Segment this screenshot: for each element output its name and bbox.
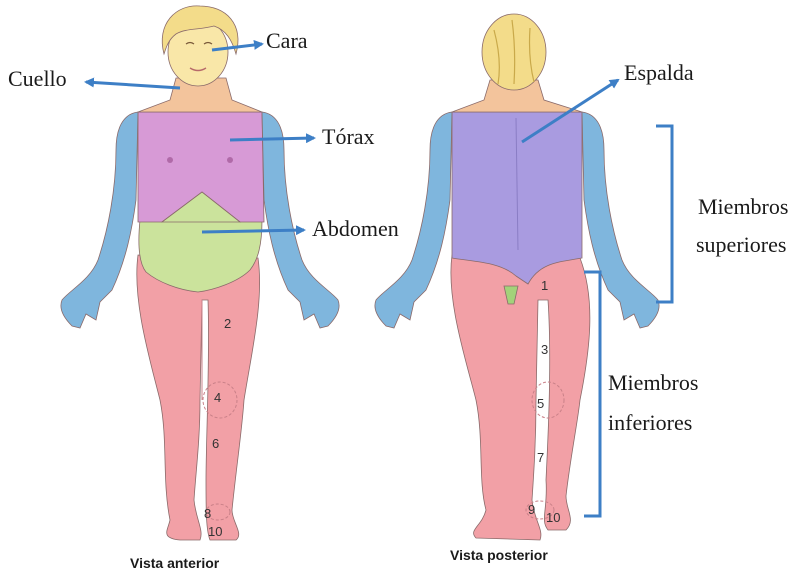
anterior-number: 2 (224, 316, 231, 331)
caption-anterior: Vista anterior (130, 555, 220, 571)
posterior-number: 9 (528, 502, 535, 517)
anterior-number: 4 (214, 390, 221, 405)
arrow-cuello (86, 82, 180, 88)
anterior-figure (61, 6, 339, 540)
label-miembros-inferiores-line2: inferiores (608, 410, 692, 435)
arrow-torax (230, 138, 314, 140)
label-miembros-superiores-line2: superiores (696, 232, 786, 257)
caption-posterior: Vista posterior (450, 547, 548, 563)
posterior-number: 10 (546, 510, 560, 525)
posterior-number: 5 (537, 396, 544, 411)
label-miembros-superiores-line1: Miembros (698, 194, 788, 219)
label-cuello: Cuello (8, 66, 67, 91)
label-miembros-inferiores-line1: Miembros (608, 370, 698, 395)
posterior-number: 7 (537, 450, 544, 465)
posterior-figure (375, 14, 659, 540)
posterior-number: 1 (541, 278, 548, 293)
anterior-number: 6 (212, 436, 219, 451)
arrow-abdomen (202, 230, 304, 232)
posterior-right-arm (582, 112, 659, 328)
label-abdomen: Abdomen (312, 216, 399, 241)
anterior-legs (137, 255, 260, 540)
anterior-number: 8 (204, 506, 211, 521)
label-cara: Cara (266, 28, 308, 53)
bracket-miembros-superiores (656, 126, 672, 302)
posterior-legs (451, 255, 590, 540)
label-espalda: Espalda (624, 60, 694, 85)
anterior-number: 10 (208, 524, 222, 539)
anterior-left-arm (61, 112, 138, 328)
label-torax: Tórax (322, 124, 375, 149)
posterior-number: 3 (541, 342, 548, 357)
